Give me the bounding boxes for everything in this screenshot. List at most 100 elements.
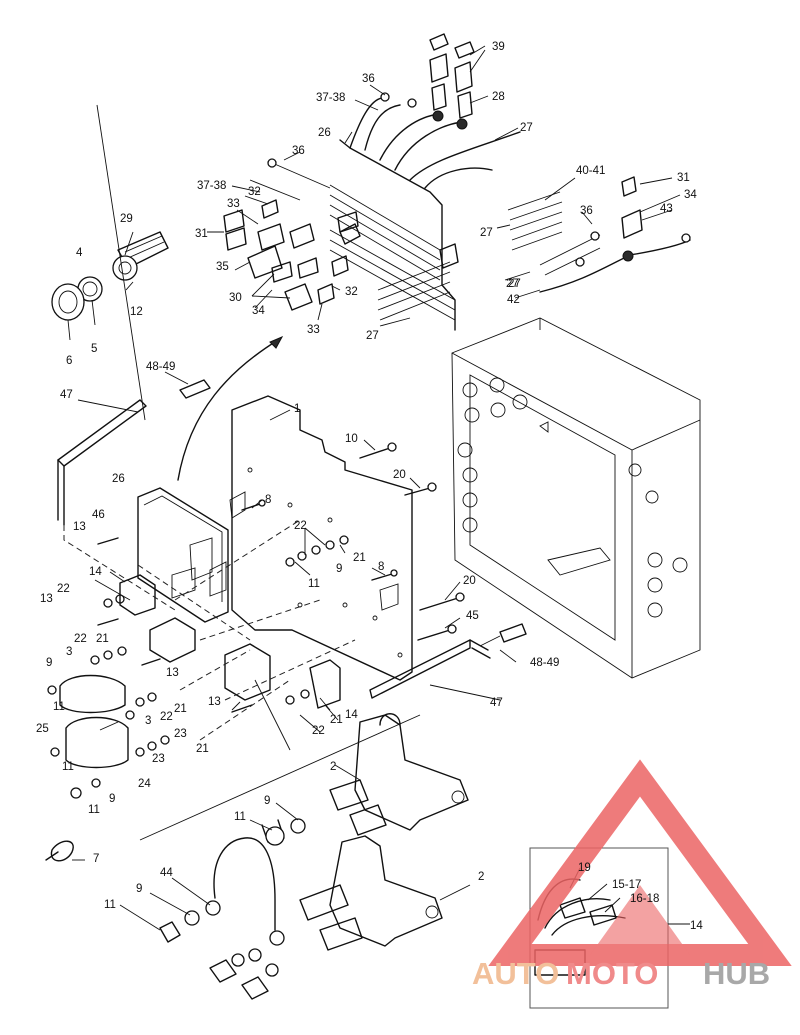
callout-11: 11: [53, 701, 65, 713]
callout-15-17: 15-17: [612, 879, 641, 891]
callout-19: 19: [578, 862, 591, 874]
relay-cluster: [223, 199, 359, 311]
callout-21: 21: [353, 552, 366, 564]
callout-36: 36: [292, 145, 305, 157]
callout-37-38: 37-38: [197, 180, 226, 192]
callout-16-18: 16-18: [630, 893, 659, 905]
top-connectors: [380, 33, 475, 130]
callout-2: 2: [478, 871, 484, 883]
svg-text:AUTO: AUTO: [472, 956, 559, 991]
callout-28: 28: [492, 91, 505, 103]
callout-13: 13: [40, 593, 53, 605]
callout-11: 11: [308, 578, 320, 590]
callout-27: 27: [520, 122, 533, 134]
callout-32: 32: [345, 286, 358, 298]
assembly-lines: [137, 519, 421, 841]
callout-30: 30: [229, 292, 242, 304]
connector-29: [51, 231, 169, 321]
callout-21: 21: [174, 703, 187, 715]
callout-2: 2: [330, 761, 336, 773]
svg-text:HUB: HUB: [703, 956, 770, 991]
callout-44: 44: [160, 867, 173, 879]
callout-36: 36: [580, 205, 593, 217]
callout-29: 29: [120, 213, 133, 225]
callout-32: 32: [248, 186, 261, 198]
callout-39: 39: [492, 41, 505, 53]
callout-31: 31: [195, 228, 208, 240]
callout-27: 27: [508, 278, 521, 290]
callout-40-41: 40-41: [576, 165, 605, 177]
callout-31: 31: [677, 172, 690, 184]
callout-37-38: 37-38: [316, 92, 345, 104]
callout-47: 47: [60, 389, 73, 401]
rod-assembly-left: [57, 379, 211, 611]
callout-20: 20: [463, 575, 476, 587]
callout-47: 47: [490, 697, 503, 709]
callout-35: 35: [216, 261, 229, 273]
watermark-logo: [488, 759, 792, 966]
screws-group: [47, 442, 465, 799]
callout-45: 45: [466, 610, 479, 622]
callout-14: 14: [89, 566, 102, 578]
callout-23: 23: [152, 753, 165, 765]
callout-8: 8: [265, 494, 271, 506]
callout-9: 9: [109, 793, 115, 805]
callout-8: 8: [378, 561, 384, 573]
callout-14: 14: [345, 709, 358, 721]
callout-13: 13: [166, 667, 179, 679]
rod-assembly-right: [369, 623, 527, 699]
callout-3: 3: [145, 715, 151, 727]
terminal-block-lower: [299, 835, 443, 951]
callout-33: 33: [227, 198, 240, 210]
callout-12: 12: [130, 306, 143, 318]
wire-set-right: [377, 176, 691, 321]
callout-46: 46: [92, 509, 105, 521]
callout-6: 6: [66, 355, 72, 367]
callout-13: 13: [73, 521, 86, 533]
callout-27: 27: [506, 278, 519, 290]
callout-5: 5: [91, 343, 97, 355]
callout-43: 43: [660, 203, 673, 215]
callout-33: 33: [307, 324, 320, 336]
callout-9: 9: [136, 883, 142, 895]
callout-48-49: 48-49: [530, 657, 559, 669]
callout-24: 24: [138, 778, 151, 790]
callout-9: 9: [264, 795, 270, 807]
curved-arrow: [177, 339, 279, 481]
callout-22: 22: [57, 583, 70, 595]
callout-11: 11: [88, 804, 100, 816]
callout-26: 26: [318, 127, 331, 139]
callout-48-49: 48-49: [146, 361, 175, 373]
callout-22: 22: [312, 725, 325, 737]
callout-labels: 1 2 2 3 3 4 5 6 7 8 8 9 9 9 9 9 10 11 11…: [36, 41, 703, 932]
arrow-head: [269, 335, 284, 349]
callout-20: 20: [393, 469, 406, 481]
callout-22: 22: [74, 633, 87, 645]
callout-22: 22: [160, 711, 173, 723]
callout-4: 4: [76, 247, 83, 259]
callout-27: 27: [480, 227, 493, 239]
callout-21: 21: [330, 714, 343, 726]
callout-7: 7: [93, 853, 99, 865]
cable-44: [159, 837, 285, 1000]
callout-22: 22: [294, 520, 307, 532]
callout-9: 9: [336, 563, 342, 575]
callout-3: 3: [66, 646, 72, 658]
watermark-text: AUTO MOTO HUB: [472, 956, 770, 991]
callout-34: 34: [684, 189, 697, 201]
circuit-board: [137, 487, 229, 623]
callout-23: 23: [174, 728, 187, 740]
callout-11: 11: [234, 811, 246, 823]
callout-10: 10: [345, 433, 358, 445]
clip-7: [45, 840, 74, 862]
mounting-plate: [229, 395, 413, 681]
electrical-box-housing: [451, 317, 701, 679]
terminal-block-upper: [261, 713, 469, 846]
callout-25: 25: [36, 723, 49, 735]
callout-42: 42: [507, 294, 520, 306]
relay-brackets: [59, 574, 341, 769]
wiring-harness: [249, 97, 521, 331]
callout-13: 13: [208, 696, 221, 708]
callout-11: 11: [104, 899, 116, 911]
